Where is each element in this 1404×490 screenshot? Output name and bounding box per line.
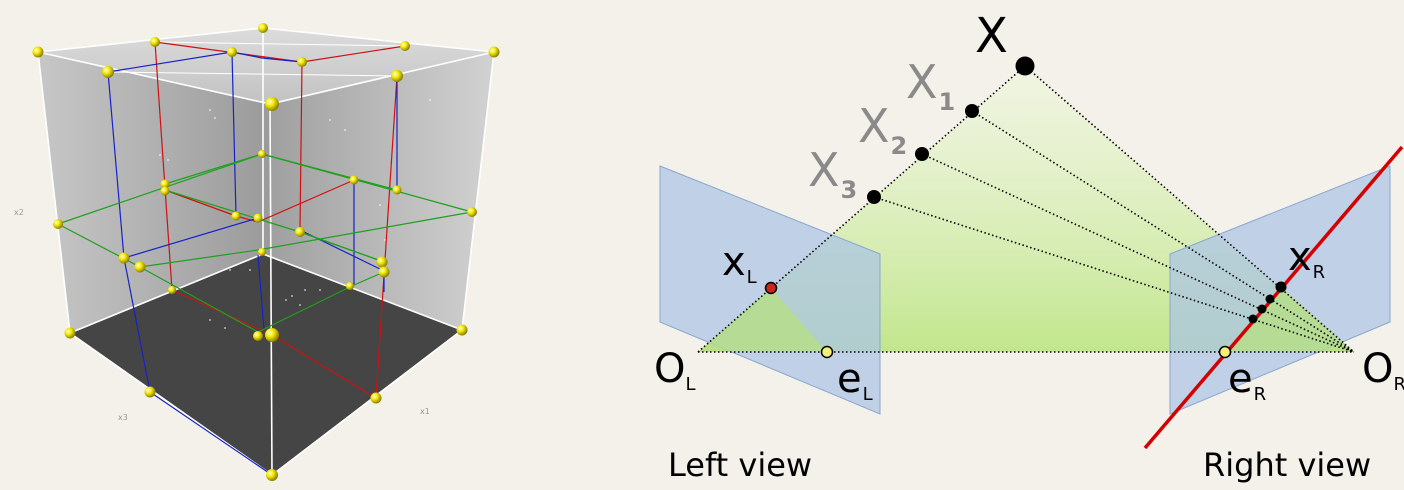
point-X2 <box>915 147 929 161</box>
point-X <box>1015 56 1035 76</box>
cube-node <box>456 324 468 336</box>
epipole-eR <box>1218 345 1232 359</box>
label-OR: OR <box>1362 346 1404 395</box>
label-OL-sub: L <box>685 374 695 395</box>
label-xR-sub: R <box>1313 262 1326 283</box>
cube-node <box>295 227 305 237</box>
right-plane-projection-triangle <box>1225 287 1354 352</box>
cube-node <box>265 328 279 342</box>
cube-node <box>253 331 263 341</box>
label-OR-base: O <box>1362 346 1393 392</box>
cube-left-wall <box>38 52 272 335</box>
cube-node <box>400 41 410 51</box>
cube-node <box>266 469 278 481</box>
cube-node <box>392 185 402 195</box>
cube-node <box>53 219 63 229</box>
cube-specks <box>159 99 431 329</box>
projection-x2R <box>1257 304 1267 314</box>
cube-node <box>258 248 266 256</box>
cube-node <box>160 179 170 189</box>
cube-top-face <box>38 28 494 104</box>
cube-node <box>376 256 388 268</box>
label-X3-base: X <box>808 143 840 197</box>
axis-label-x1: x1 <box>420 407 430 416</box>
cube-node <box>297 57 307 67</box>
cube-node <box>134 261 146 273</box>
rays-right <box>873 65 1355 353</box>
label-xL-base: x <box>722 239 746 285</box>
label-X2-sub: 2 <box>891 132 908 160</box>
cube-right-wall <box>270 52 494 335</box>
cube-node <box>370 392 382 404</box>
cube-node <box>253 213 263 223</box>
cube-node <box>144 386 156 398</box>
axis-label-x3: x3 <box>118 413 128 422</box>
label-xL: xL <box>722 239 757 288</box>
projection-xL <box>764 281 778 295</box>
label-xL-sub: L <box>747 267 757 288</box>
label-xR-base: x <box>1288 234 1312 280</box>
ray-left <box>697 65 1026 353</box>
label-X1: X1 <box>906 55 955 116</box>
cube-node <box>32 46 44 58</box>
cube-node <box>231 211 241 221</box>
label-X: X <box>975 8 1008 64</box>
point-X3 <box>867 190 881 204</box>
epipolar-diagram: X X1 X2 X3 xL xR OL OR eL eR Left view <box>654 8 1404 484</box>
label-X1-sub: 1 <box>939 88 956 116</box>
cube-node <box>168 286 176 294</box>
cube-node <box>150 37 160 47</box>
cube-floor <box>70 254 462 475</box>
cube-node <box>488 46 500 58</box>
label-eL-sub: L <box>863 384 873 405</box>
cube-node <box>227 47 237 57</box>
cube-node <box>102 66 114 78</box>
label-eR: eR <box>1228 356 1266 405</box>
cube-3d-plot: x2 x3 x1 <box>14 23 500 481</box>
cube-node <box>346 282 354 290</box>
label-X3-sub: 3 <box>841 176 858 204</box>
caption-left-view: Left view <box>668 446 812 484</box>
cube-node <box>349 175 359 185</box>
cube-node <box>160 186 170 196</box>
projection-x3R <box>1248 314 1258 324</box>
projection-xR <box>1275 281 1287 293</box>
cube-node <box>391 70 403 82</box>
epipole-eL <box>820 345 834 359</box>
cube-node <box>258 23 268 33</box>
label-eL-base: e <box>837 356 862 402</box>
point-X1 <box>965 104 979 118</box>
label-eL: eL <box>837 356 873 405</box>
label-X2: X2 <box>858 99 907 160</box>
label-eR-sub: R <box>1254 384 1267 405</box>
cube-node <box>64 327 76 339</box>
label-OR-sub: R <box>1393 374 1404 395</box>
label-X1-base: X <box>906 55 938 109</box>
projection-x1R <box>1265 294 1275 304</box>
label-eR-base: e <box>1228 356 1253 402</box>
label-OL: OL <box>654 346 696 395</box>
axis-label-x2: x2 <box>14 208 24 217</box>
cube-vertices <box>32 23 500 481</box>
cube-node <box>118 252 130 264</box>
cube-node <box>265 97 279 111</box>
cube-node <box>467 207 477 217</box>
label-X3: X3 <box>808 143 857 204</box>
label-xR: xR <box>1288 234 1325 283</box>
caption-right-view: Right view <box>1203 446 1371 484</box>
cube-node <box>258 150 266 158</box>
label-X2-base: X <box>858 99 890 153</box>
label-OL-base: O <box>654 346 685 392</box>
cube-node <box>378 266 390 278</box>
left-plane-projection-triangle <box>698 288 827 352</box>
